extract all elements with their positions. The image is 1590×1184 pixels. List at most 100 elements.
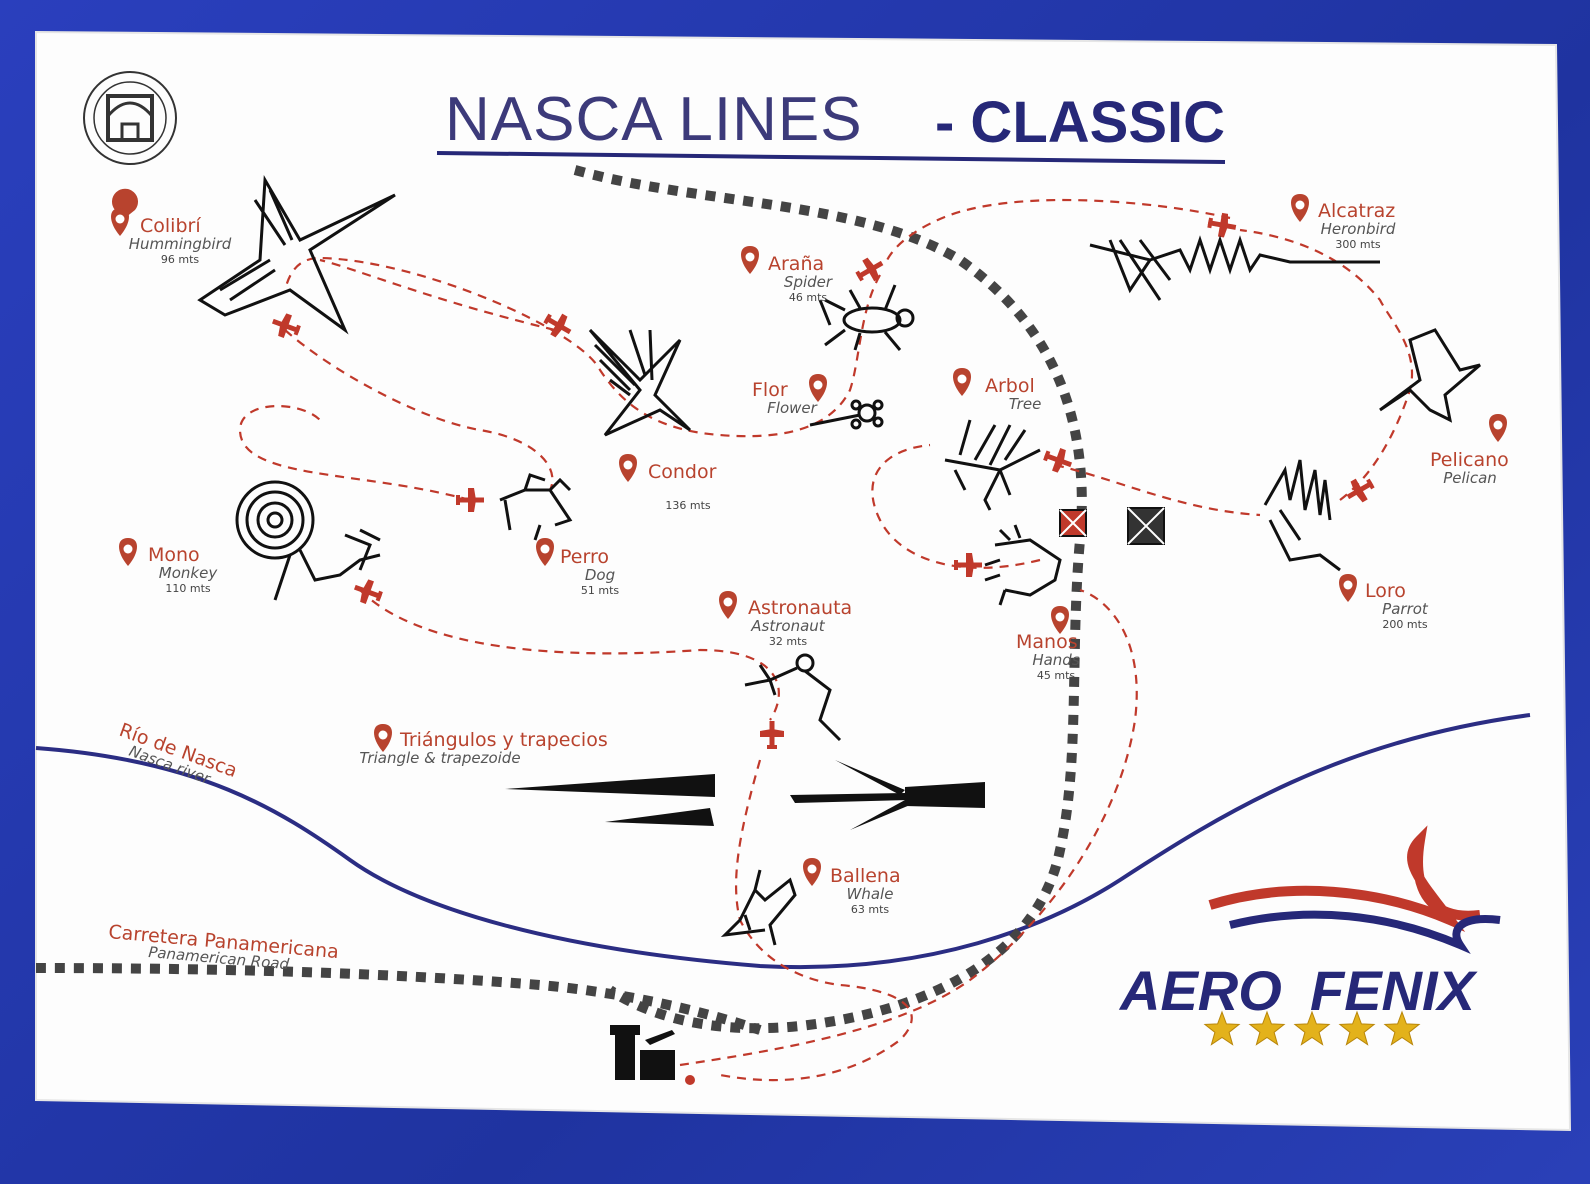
location-pin-dot [1055,612,1065,622]
place-name: Perro [560,546,609,568]
viewpoint-icon [1059,507,1165,545]
geoglyph-ballena [720,869,797,946]
geoglyph-manos [984,524,1062,606]
location-pin-dot [813,380,823,390]
location-pin-dot [378,730,388,740]
location-pin-dot [1343,580,1353,590]
location-pin-dot [745,252,755,262]
star-icon [1248,1010,1286,1046]
place-sub: Pelican [1443,469,1497,487]
geoglyph-mono [235,480,381,601]
location-pin-dot [123,544,133,554]
geoglyph-pelicano [1379,328,1481,423]
place-size: 32 mts [769,635,808,648]
heritage-logo-icon [83,71,177,165]
place-name: Pelicano [1430,449,1509,471]
place-sub: Monkey [159,564,219,582]
title-main: NASCA LINES [445,85,863,154]
location-pin-dot [807,864,817,874]
place-size: 96 mts [161,253,200,266]
place-name: Alcatraz [1318,200,1395,222]
geoglyph-arana [818,284,915,351]
brand-logo: AERO FENIX [1118,825,1501,1046]
place-sub: Triangle & trapezoide [359,749,520,767]
place-size: 46 mts [789,291,828,304]
star-icon [1338,1010,1376,1046]
place-name: Loro [1365,580,1406,602]
location-pin-dot [957,374,967,384]
road-panamericana [35,963,762,1035]
rating-stars [1203,1010,1421,1046]
location-pin-dot [1295,200,1305,210]
place-sub: Hummingbird [129,235,232,253]
location-pin-dot [540,544,550,554]
brand-swoosh-blue [1229,910,1501,954]
place-name: Flor [752,379,788,401]
place-size: 136 mts [665,499,711,512]
place-sub: Parrot [1382,600,1429,618]
airplane-icon [271,212,1375,749]
brand-name-part1: AERO [1118,959,1282,1022]
title-suffix: - CLASSIC [935,90,1225,155]
geoglyph-condor [588,328,692,437]
place-name: Araña [768,253,824,275]
place-sub: Astronaut [750,617,826,635]
geoglyph-colibri [197,174,396,335]
place-size: 63 mts [851,903,890,916]
geoglyph-triangulos [505,760,985,830]
geoglyph-loro [1263,459,1341,572]
geoglyph-astronauta [744,653,842,742]
place-sub: Flower [767,399,817,417]
location-pin-dot [723,597,733,607]
place-name: Triángulos y trapecios [399,729,608,751]
place-size: 45 mts [1037,669,1076,682]
place-sub: Spider [784,273,833,291]
geoglyph-arbol [944,419,1041,511]
location-pin-dot [623,460,633,470]
location-pin-dot [1493,420,1503,430]
geoglyph-flor [809,399,884,430]
road-main [573,165,1087,1034]
location-pin-dot [115,214,125,224]
brand-name-part2: FENIX [1310,959,1479,1022]
place-name: Colibrí [140,215,201,237]
place-sub: Hands [1032,651,1079,669]
place-name: Mono [148,544,200,566]
place-sub: Dog [585,566,615,584]
airport-icon [610,1025,695,1085]
brand-swoosh-red [1208,825,1481,932]
place-sub: Tree [1009,395,1042,413]
river-line [35,713,1531,969]
place-name: Arbol [985,375,1035,397]
star-icon [1383,1010,1421,1046]
star-icon [1293,1010,1331,1046]
flight-route [238,198,1413,1082]
place-size: 300 mts [1335,238,1381,251]
geoglyph-perro [499,473,573,541]
paper-sheet [35,30,1572,1132]
place-size: 200 mts [1382,618,1428,631]
place-name: Astronauta [748,597,852,619]
place-name: Manos [1016,631,1078,653]
geoglyph-alcatraz [1089,235,1380,301]
place-size: 51 mts [581,584,620,597]
place-name: Ballena [830,865,901,887]
place-size: 110 mts [165,582,211,595]
place-sub: Heronbird [1321,220,1396,238]
